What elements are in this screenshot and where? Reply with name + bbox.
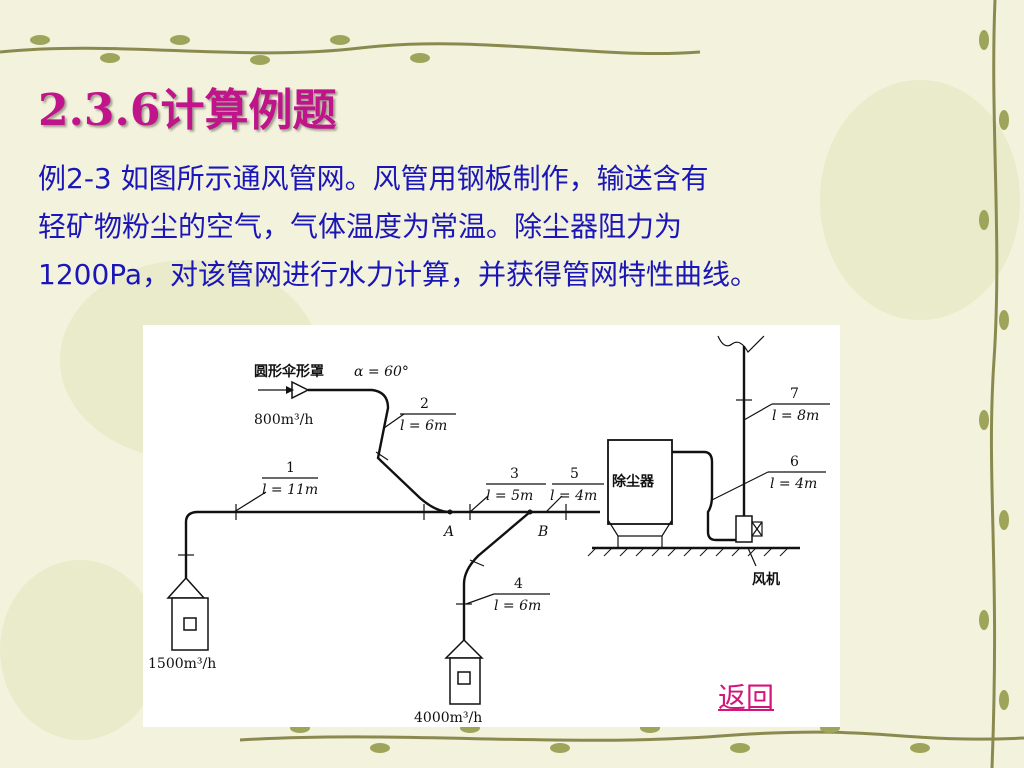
bottom-branch-duct	[462, 511, 531, 640]
hood-label: 圆形伞形罩	[254, 363, 324, 380]
background-blob	[820, 80, 1020, 320]
segment-number: 2	[420, 396, 429, 412]
problem-line: 轻矿物粉尘的空气，气体温度为常温。除尘器阻力为	[38, 210, 683, 243]
node-b-label: B	[537, 524, 548, 540]
fan-leader-line	[747, 547, 757, 567]
segment-length: l = 6m	[400, 418, 447, 434]
dust-collector-icon	[607, 439, 673, 548]
left-hood-icon	[166, 576, 209, 651]
segment-number: 3	[510, 466, 519, 482]
problem-line: 例2-3 如图所示通风管网。风管用钢板制作，输送含有	[38, 162, 709, 195]
segment-number: 4	[514, 576, 523, 592]
segment-length: l = 8m	[772, 408, 819, 424]
fan-icon	[735, 515, 763, 543]
node-a-label: A	[442, 524, 454, 540]
segment-length: l = 5m	[486, 488, 533, 504]
segment-number: 1	[286, 460, 295, 476]
segment-length: l = 11m	[262, 482, 318, 498]
segment-length: l = 6m	[494, 598, 541, 614]
segment-length: l = 4m	[550, 488, 597, 504]
conical-hood-icon	[291, 380, 310, 400]
page-title: 2.3.6计算例题	[38, 85, 337, 136]
flow-label-left: 1500m³/h	[148, 656, 216, 672]
segment-length: l = 4m	[770, 476, 817, 492]
problem-statement: 例2-3 如图所示通风管网。风管用钢板制作，输送含有 轻矿物粉尘的空气，气体温度…	[38, 155, 1013, 299]
hood-angle-label: α = 60°	[354, 364, 409, 380]
return-link[interactable]: 返回	[718, 681, 775, 714]
dust-collector-label: 除尘器	[612, 473, 655, 490]
problem-line: 1200Pa，对该管网进行水力计算，并获得管网特性曲线。	[38, 258, 759, 291]
top-branch-duct	[308, 388, 451, 514]
fan-label: 风机	[752, 571, 780, 588]
segment-number: 6	[790, 454, 799, 470]
diagram-panel	[143, 325, 840, 727]
main-duct	[184, 510, 600, 530]
collector-to-fan-duct	[672, 450, 736, 542]
flow-label-bottom: 4000m³/h	[414, 710, 482, 726]
segment-number: 7	[790, 386, 799, 402]
exhaust-wisp	[717, 335, 765, 353]
bottom-hood-icon	[444, 638, 484, 705]
segment-number: 5	[570, 466, 579, 482]
flow-label-top: 800m³/h	[254, 412, 313, 428]
background-blob	[0, 560, 160, 740]
